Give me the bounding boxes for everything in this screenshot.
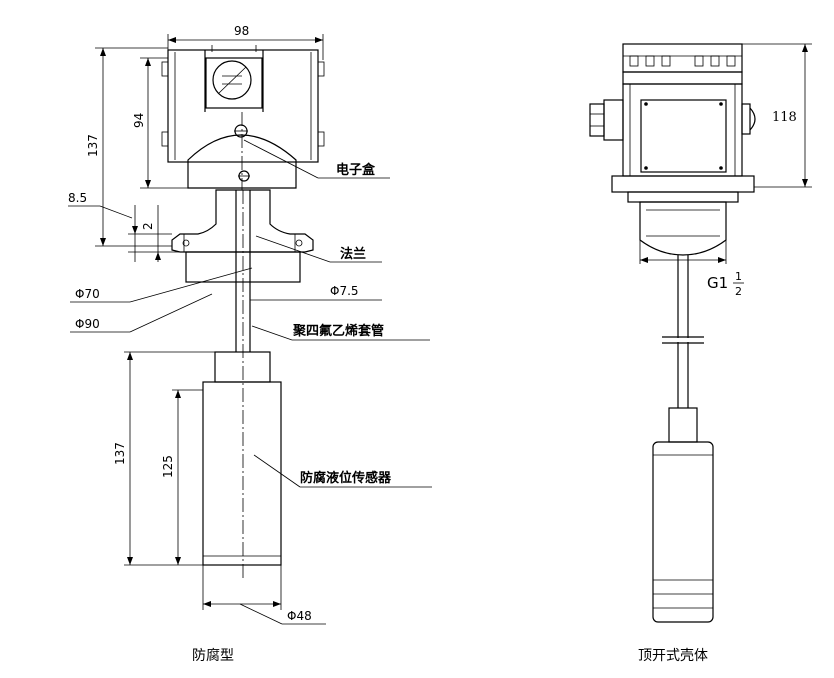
sensor-probe [652, 441, 714, 623]
label-electronics-box: 电子盒 [336, 162, 376, 178]
dim-box-height: 94 [132, 113, 146, 128]
flange-body [171, 189, 314, 253]
caption-right: 顶开式壳体 [638, 647, 708, 664]
dim-sensor-height: 137 [113, 442, 127, 465]
label-flange: 法兰 [340, 246, 366, 262]
dim-phi75: Φ7.5 [330, 284, 359, 298]
left-figure: 98 [68, 24, 432, 664]
dim-phi90: Φ90 [75, 317, 100, 331]
housing-base [611, 175, 755, 193]
sensor-body [202, 381, 282, 566]
sensor-top [214, 351, 271, 383]
gauge-circle [212, 60, 252, 100]
cable-gland [589, 103, 605, 137]
label-sensor: 防腐液位传感器 [300, 470, 392, 486]
thread-den: 2 [735, 285, 742, 298]
sensor-neck [668, 407, 698, 443]
dim-top-width: 98 [234, 24, 249, 38]
dim-housing-height: 118 [772, 110, 797, 125]
right-figure: 118 G1 1 2 顶开式壳体 [589, 43, 812, 664]
process-connector [639, 201, 727, 256]
dim-2: 2 [141, 222, 155, 230]
thread-num: 1 [735, 270, 742, 283]
label-ptfe-tube: 聚四氟乙烯套管 [292, 323, 384, 339]
dim-phi70: Φ70 [75, 287, 100, 301]
thread-size: G1 [707, 274, 728, 292]
caption-left: 防腐型 [192, 647, 234, 664]
dim-sensor-body: 125 [161, 455, 175, 478]
dim-8-5: 8.5 [68, 191, 87, 205]
dim-total-height: 137 [86, 134, 100, 157]
dim-phi48: Φ48 [287, 609, 312, 623]
electronics-housing [167, 49, 319, 163]
housing-cap [622, 43, 743, 73]
